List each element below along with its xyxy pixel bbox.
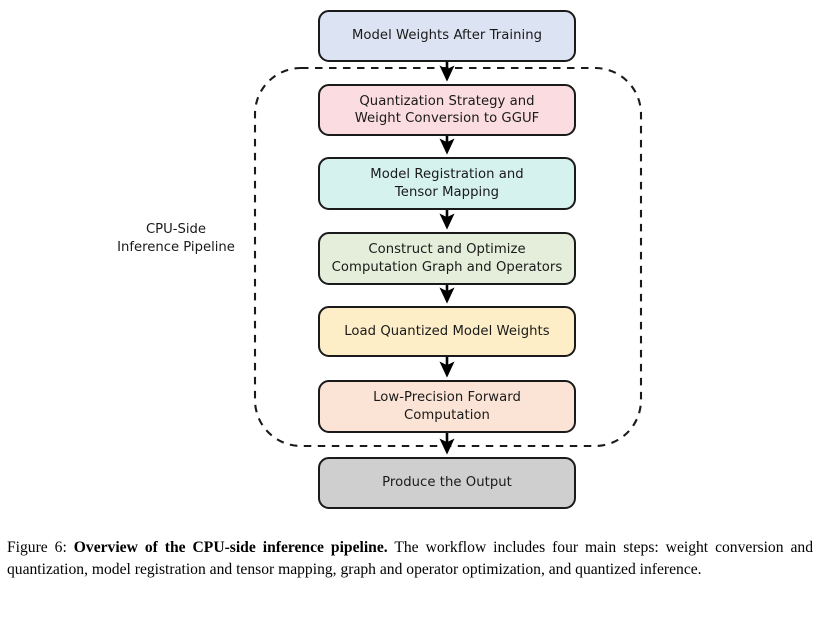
node-label: Model Registration and Tensor Mapping (370, 167, 524, 200)
caption-prefix: Figure 6: (7, 539, 74, 556)
node-model-weights-after-training[interactable]: Model Weights After Training (318, 10, 576, 62)
node-label: Produce the Output (382, 475, 512, 491)
flow-connectors (253, 62, 643, 455)
node-low-precision-forward[interactable]: Low-Precision Forward Computation (318, 380, 576, 433)
figure-diagram: CPU-Side Inference Pipeline Model Weight… (117, 10, 643, 509)
node-label: Construct and Optimize Computation Graph… (331, 242, 563, 275)
node-quantization-strategy[interactable]: Quantization Strategy and Weight Convers… (318, 84, 576, 136)
node-label: Quantization Strategy and Weight Convers… (354, 93, 540, 126)
node-produce-the-output[interactable]: Produce the Output (318, 457, 576, 509)
node-label: Model Weights After Training (351, 28, 543, 44)
cpu-side-group-label: CPU-Side Inference Pipeline (117, 222, 235, 255)
node-load-quantized-weights[interactable]: Load Quantized Model Weights (318, 306, 576, 357)
node-construct-optimize-graph[interactable]: Construct and Optimize Computation Graph… (318, 232, 576, 285)
node-label: Load Quantized Model Weights (344, 323, 550, 339)
node-label: Low-Precision Forward Computation (373, 390, 521, 423)
figure-caption: Figure 6: Overview of the CPU-side infer… (7, 537, 813, 581)
caption-bold-title: Overview of the CPU-side inference pipel… (73, 539, 388, 556)
node-model-registration[interactable]: Model Registration and Tensor Mapping (318, 157, 576, 210)
caption-rest: The workflow includes four main steps: w… (7, 539, 813, 579)
